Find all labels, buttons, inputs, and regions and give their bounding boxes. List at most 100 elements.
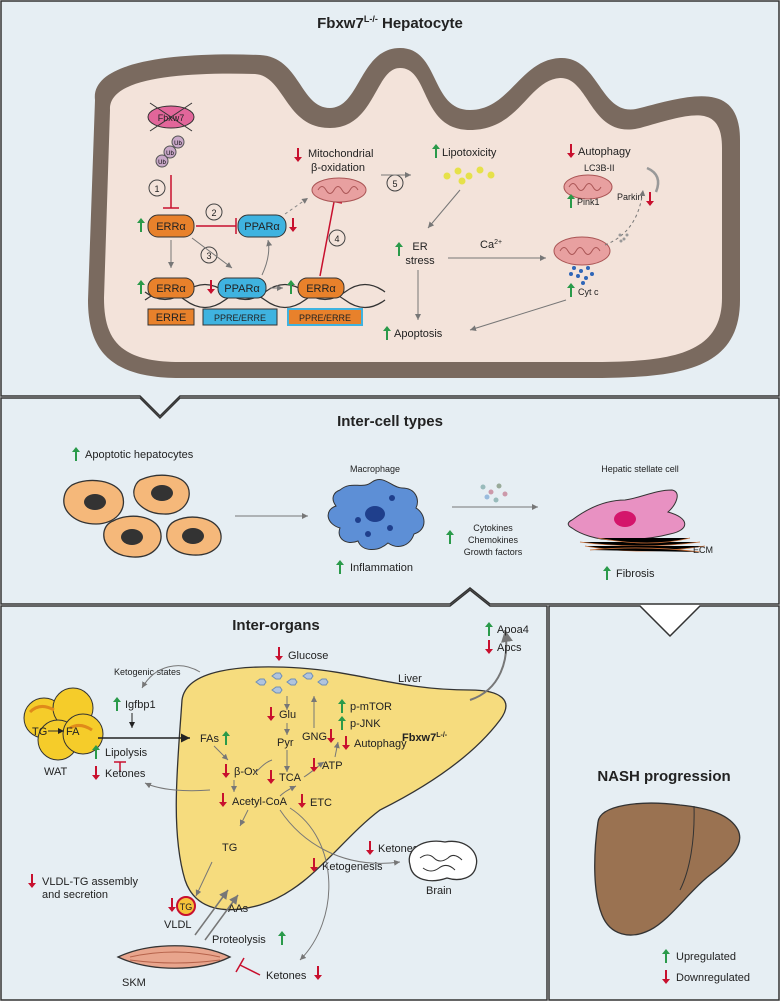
lipotoxicity-label: Lipotoxicity (442, 147, 497, 159)
proteolysis-label: Proteolysis (212, 934, 266, 946)
erra-bound-2-label: ERRα (306, 283, 336, 295)
pyr-label: Pyr (277, 737, 294, 749)
step-1: 1 (154, 184, 159, 194)
autophagosome-arc (646, 166, 660, 193)
liver-label: Liver (398, 673, 422, 685)
wat-adipocytes (23, 687, 104, 761)
ecm-label: ECM (693, 545, 713, 555)
autophagy-label: Autophagy (578, 146, 631, 158)
apoa4-label: Apoa4 (497, 624, 529, 636)
step-5: 5 (392, 179, 397, 189)
vldl-tg-label: TG (180, 902, 193, 912)
ppre-erre-label-1: PPRE/ERRE (214, 313, 266, 323)
acetyl-coa-label: Acetyl-CoA (232, 796, 288, 808)
ecm-fibers (579, 537, 706, 553)
wat-ketones-label: Ketones (105, 768, 146, 780)
pjnk-label: p-JNK (350, 718, 381, 730)
etc-label: ETC (310, 797, 332, 809)
erre-box (147, 308, 195, 326)
chemokines-label: Chemokines (468, 535, 519, 545)
hepatocyte-panel: Fbxw7L-/- Hepatocyte Fbxw7 Ub Ub Ub 1 2 … (88, 14, 740, 378)
ketogenic-label: Ketogenic states (114, 667, 181, 677)
step-markers: 1 2 3 4 5 (148, 174, 404, 264)
liver-fbxw7-label: Fbxw7L-/- (402, 732, 448, 744)
macrophage-label: Macrophage (350, 464, 400, 474)
ub-3: Ub (158, 160, 166, 166)
igfbp1-label: Igfbp1 (125, 699, 156, 711)
interorgan-panel: Inter-organs Ketogenic states Glucose Li… (23, 617, 529, 989)
ppre-erre-label-2: PPRE/ERRE (299, 313, 351, 323)
apoptosis-label: Apoptosis (394, 328, 443, 340)
ub-1: Ub (174, 141, 182, 147)
skm-label: SKM (122, 977, 146, 989)
wat-fa-label: FA (66, 726, 80, 738)
mitochondrion-1 (311, 177, 367, 203)
step-3: 3 (206, 251, 211, 261)
erra-bound-1 (147, 277, 195, 299)
skm-ketones-label: Ketones (266, 970, 307, 982)
brain-label: Brain (426, 885, 452, 897)
fas-label: FAs (200, 733, 219, 745)
cytc-label: Cyt c (578, 287, 599, 297)
erra-bound-2 (297, 277, 345, 299)
erra-label: ERRα (156, 221, 186, 233)
glucose-hexagons (255, 672, 329, 694)
growth-factors-label: Growth factors (464, 547, 523, 557)
ppara-label: PPARα (244, 221, 280, 233)
erra-bound-1-label: ERRα (156, 283, 186, 295)
lipid-droplets (443, 166, 495, 185)
nash-title: NASH progression (597, 768, 730, 785)
lc3b-label: LC3B-II (584, 163, 615, 173)
interorgan-title: Inter-organs (232, 617, 320, 634)
apcs-label: Apcs (497, 642, 522, 654)
wat-label: WAT (44, 766, 67, 778)
inflammation-label: Inflammation (350, 562, 413, 574)
er-stress-line2: stress (405, 255, 435, 267)
cytc-particles (569, 266, 594, 285)
hsc-label: Hepatic stellate cell (601, 464, 679, 474)
nash-liver-shape (594, 802, 741, 936)
cytokine-particles (480, 483, 508, 503)
erre-label: ERRE (156, 312, 187, 324)
ppre-erre-box-1 (202, 308, 278, 326)
step-4: 4 (334, 234, 339, 244)
skeletal-muscle-icon (116, 945, 232, 969)
glu-label: Glu (279, 709, 296, 721)
nash-panel: NASH progression Upregulated Downregulat… (594, 768, 750, 984)
pmtor-label: p-mTOR (350, 701, 392, 713)
liver-autophagy-label: Autophagy (354, 738, 407, 750)
ppre-erre-box-2 (287, 308, 363, 326)
vldl-line2: and secretion (42, 889, 108, 901)
mitochondrion-3 (553, 236, 611, 266)
fbxw7-label: Fbxw7 (158, 113, 185, 123)
hepatocyte-title: Fbxw7L-/- Hepatocyte (317, 14, 463, 32)
atp-label: ATP (322, 760, 343, 772)
cytokines-label: Cytokines (473, 523, 513, 533)
vldl-particle (176, 896, 196, 916)
ppara-bound-label: PPARα (224, 283, 260, 295)
gng-label: GNG (302, 731, 327, 743)
er-stress-line1: ER (412, 241, 427, 253)
liver-tg-label: TG (222, 842, 237, 854)
liver-shape (175, 666, 507, 911)
apoptotic-hepatocyte-cells (63, 474, 222, 558)
brain-ketones-label: Ketones (378, 843, 419, 855)
box-label: β-Ox (234, 766, 259, 778)
intercell-panel: Inter-cell types Apoptotic hepatocytes M… (63, 413, 713, 580)
vldl-line1: VLDL-TG assembly (42, 876, 138, 888)
mito-oxidation-line1: Mitochondrial (308, 148, 373, 160)
ketogenesis-label: Ketogenesis (322, 861, 383, 873)
glucose-label: Glucose (288, 650, 328, 662)
brain-icon (408, 840, 478, 882)
pink1-label: Pink1 (577, 197, 600, 207)
legend-downregulated: Downregulated (676, 972, 750, 984)
ca-label: Ca2+ (480, 239, 502, 251)
ub-2: Ub (166, 151, 174, 157)
mito-fragments (618, 233, 629, 243)
erra-node (147, 214, 195, 238)
wat-tg-label: TG (32, 726, 47, 738)
step-2: 2 (211, 208, 216, 218)
intercell-title: Inter-cell types (337, 413, 443, 430)
aas-label: AAs (228, 903, 249, 915)
